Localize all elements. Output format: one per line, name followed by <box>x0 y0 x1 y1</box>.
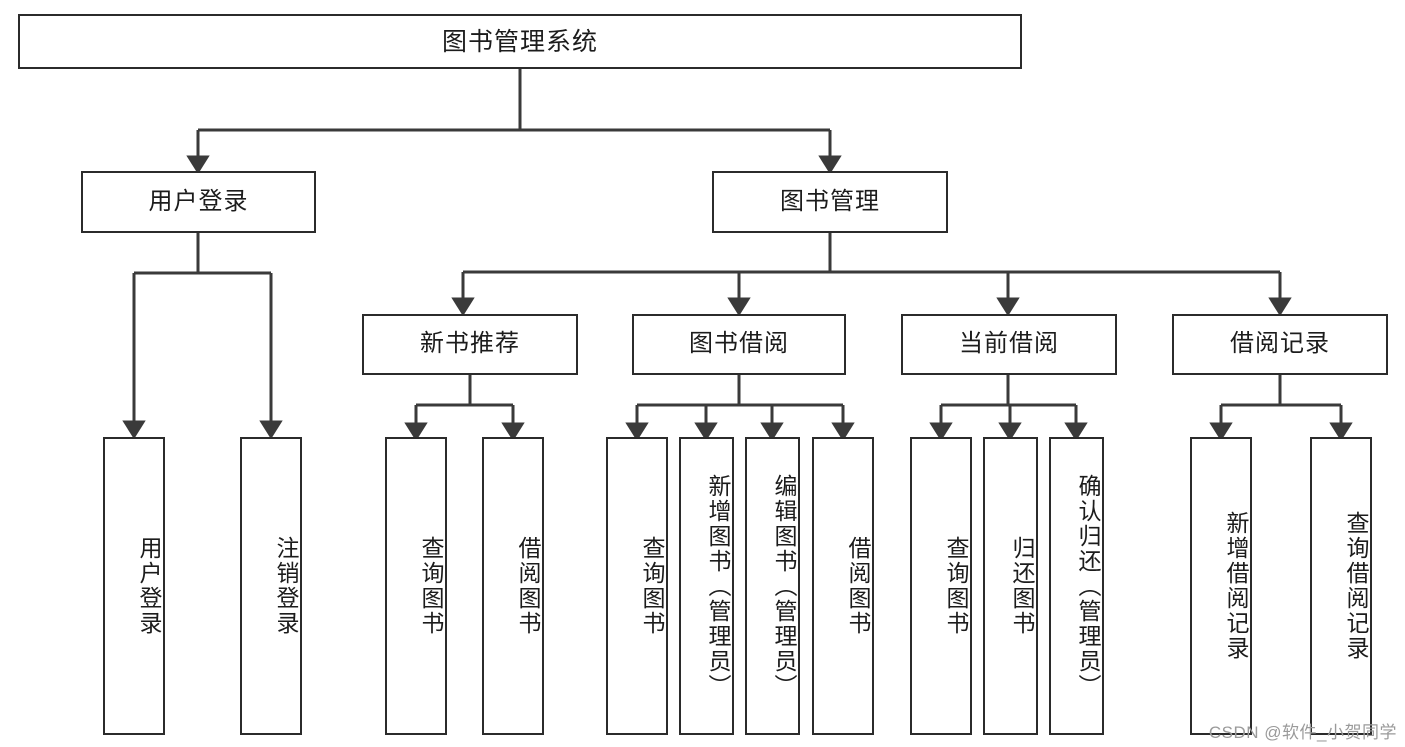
leaf-node[interactable]: 查询图书 <box>606 437 668 735</box>
node-book-management[interactable]: 图书管理 <box>712 171 948 233</box>
leaf-node[interactable]: 确认归还（管理员） <box>1049 437 1104 735</box>
node-user-login[interactable]: 用户登录 <box>81 171 316 233</box>
node-root[interactable]: 图书管理系统 <box>18 14 1022 69</box>
node-book-borrow[interactable]: 图书借阅 <box>632 314 846 375</box>
leaf-node[interactable]: 归还图书 <box>983 437 1038 735</box>
leaf-node[interactable]: 新增图书（管理员） <box>679 437 734 735</box>
node-current-borrow[interactable]: 当前借阅 <box>901 314 1117 375</box>
leaf-node[interactable]: 注销登录 <box>240 437 302 735</box>
leaf-node[interactable]: 查询图书 <box>910 437 972 735</box>
leaf-node[interactable]: 借阅图书 <box>482 437 544 735</box>
node-new-book-recommend[interactable]: 新书推荐 <box>362 314 578 375</box>
leaf-node[interactable]: 新增借阅记录 <box>1190 437 1252 735</box>
leaf-node[interactable]: 借阅图书 <box>812 437 874 735</box>
leaf-node[interactable]: 用户登录 <box>103 437 165 735</box>
leaf-node[interactable]: 查询借阅记录 <box>1310 437 1372 735</box>
leaf-node[interactable]: 查询图书 <box>385 437 447 735</box>
node-borrow-record[interactable]: 借阅记录 <box>1172 314 1388 375</box>
leaf-node[interactable]: 编辑图书（管理员） <box>745 437 800 735</box>
